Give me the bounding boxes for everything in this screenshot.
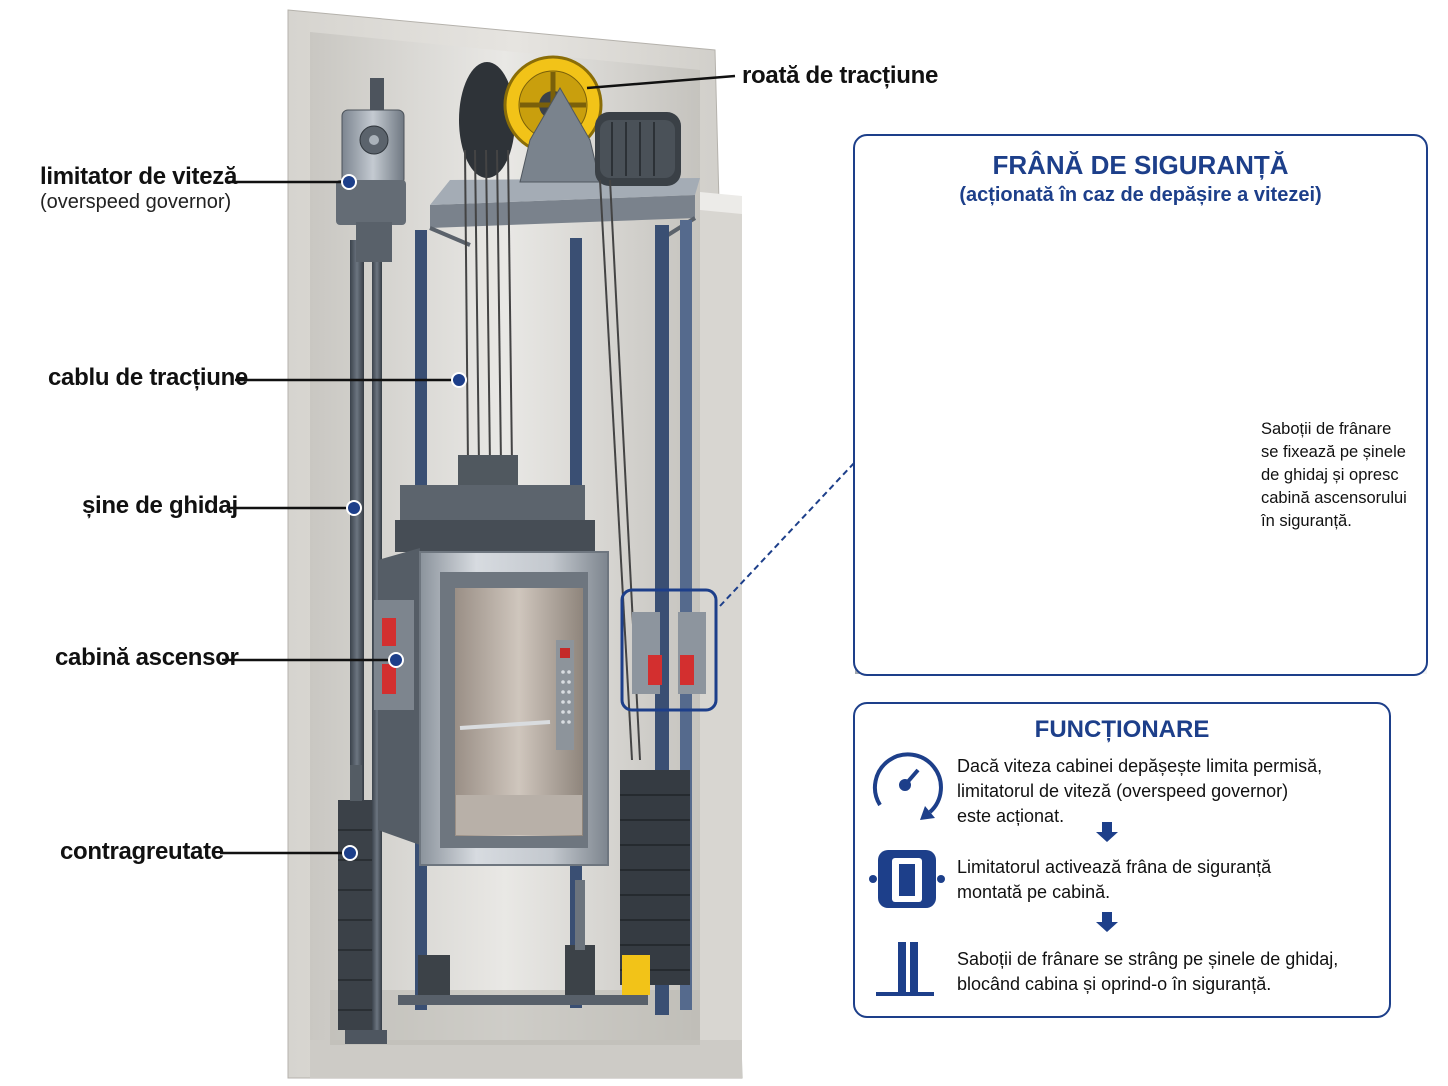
note-line: de ghidaj și opresc [1261,466,1399,484]
callout-leaders [220,74,736,861]
callout-label: limitator de viteză [40,163,238,190]
step-line: Limitatorul activează frâna de siguranță [957,857,1272,877]
callout-label: roată de tracțiune [742,62,938,89]
speedometer-icon [872,752,943,820]
function-step-3: Saboții de frânare se strâng pe șinele d… [957,947,1338,997]
brake-panel-note: Saboții de frânare se fixează pe șinele … [1261,418,1407,533]
step-line: limitatorul de viteză (overspeed governo… [957,781,1289,801]
counterweight-right [620,770,690,995]
callout-label: cablu de tracțiune [48,364,248,391]
callout-traction-cable: cablu de tracțiune [48,364,248,392]
step-line: montată pe cabină. [957,882,1111,902]
function-step-1: Dacă viteza cabinei depășește limita per… [957,754,1322,829]
counterweight [338,765,372,1030]
car-top-frame [395,455,595,552]
callout-overspeed-governor: limitator de viteză (overspeed governor) [40,163,237,214]
overspeed-governor [336,78,406,262]
callout-label: cabină ascensor [55,644,239,671]
callout-label: șine de ghidaj [82,492,238,519]
callout-counterweight: contragreutate [60,838,224,866]
brake-caliper-icon [869,850,945,908]
brake-panel-title: FRÂNĂ DE SIGURANȚĂ [992,150,1289,180]
function-panel: FUNCȚIONARE Dacă viteza cabinei depășeșt… [853,702,1391,1018]
step-line: blocând cabina și oprind-o în siguranță. [957,974,1272,994]
step-line: Dacă viteza cabinei depășește limita per… [957,756,1323,776]
callout-guide-rails: șine de ghidaj [82,492,238,520]
function-panel-title: FUNCȚIONARE [1034,716,1210,743]
safety-brake-panel: FRÂNĂ DE SIGURANȚĂ (acționată în caz de … [853,134,1428,676]
function-step-2: Limitatorul activează frâna de siguranță… [957,855,1271,905]
note-line: se fixează pe șinele [1261,443,1406,461]
flow-arrows [1096,822,1118,932]
brake-panel-subtitle: (acționată în caz de depășire a vitezei) [959,184,1322,206]
callout-cabin: cabină ascensor [55,644,239,672]
pit-buffers [398,880,648,1005]
callout-traction-sheave: roată de tracțiune [742,62,938,90]
note-line: în siguranță. [1261,512,1352,530]
note-line: Saboții de frânare [1261,420,1392,438]
step-line: este acționat. [957,806,1065,826]
safety-gear-highlight [620,461,856,712]
guide-rail-icon [876,942,934,996]
step-line: Saboții de frânare se strâng pe șinele d… [957,949,1339,969]
note-line: cabină ascensorului [1261,489,1407,507]
traction-machine [459,55,681,186]
callout-label: contragreutate [60,838,224,865]
callout-sublabel: (overspeed governor) [40,191,232,213]
